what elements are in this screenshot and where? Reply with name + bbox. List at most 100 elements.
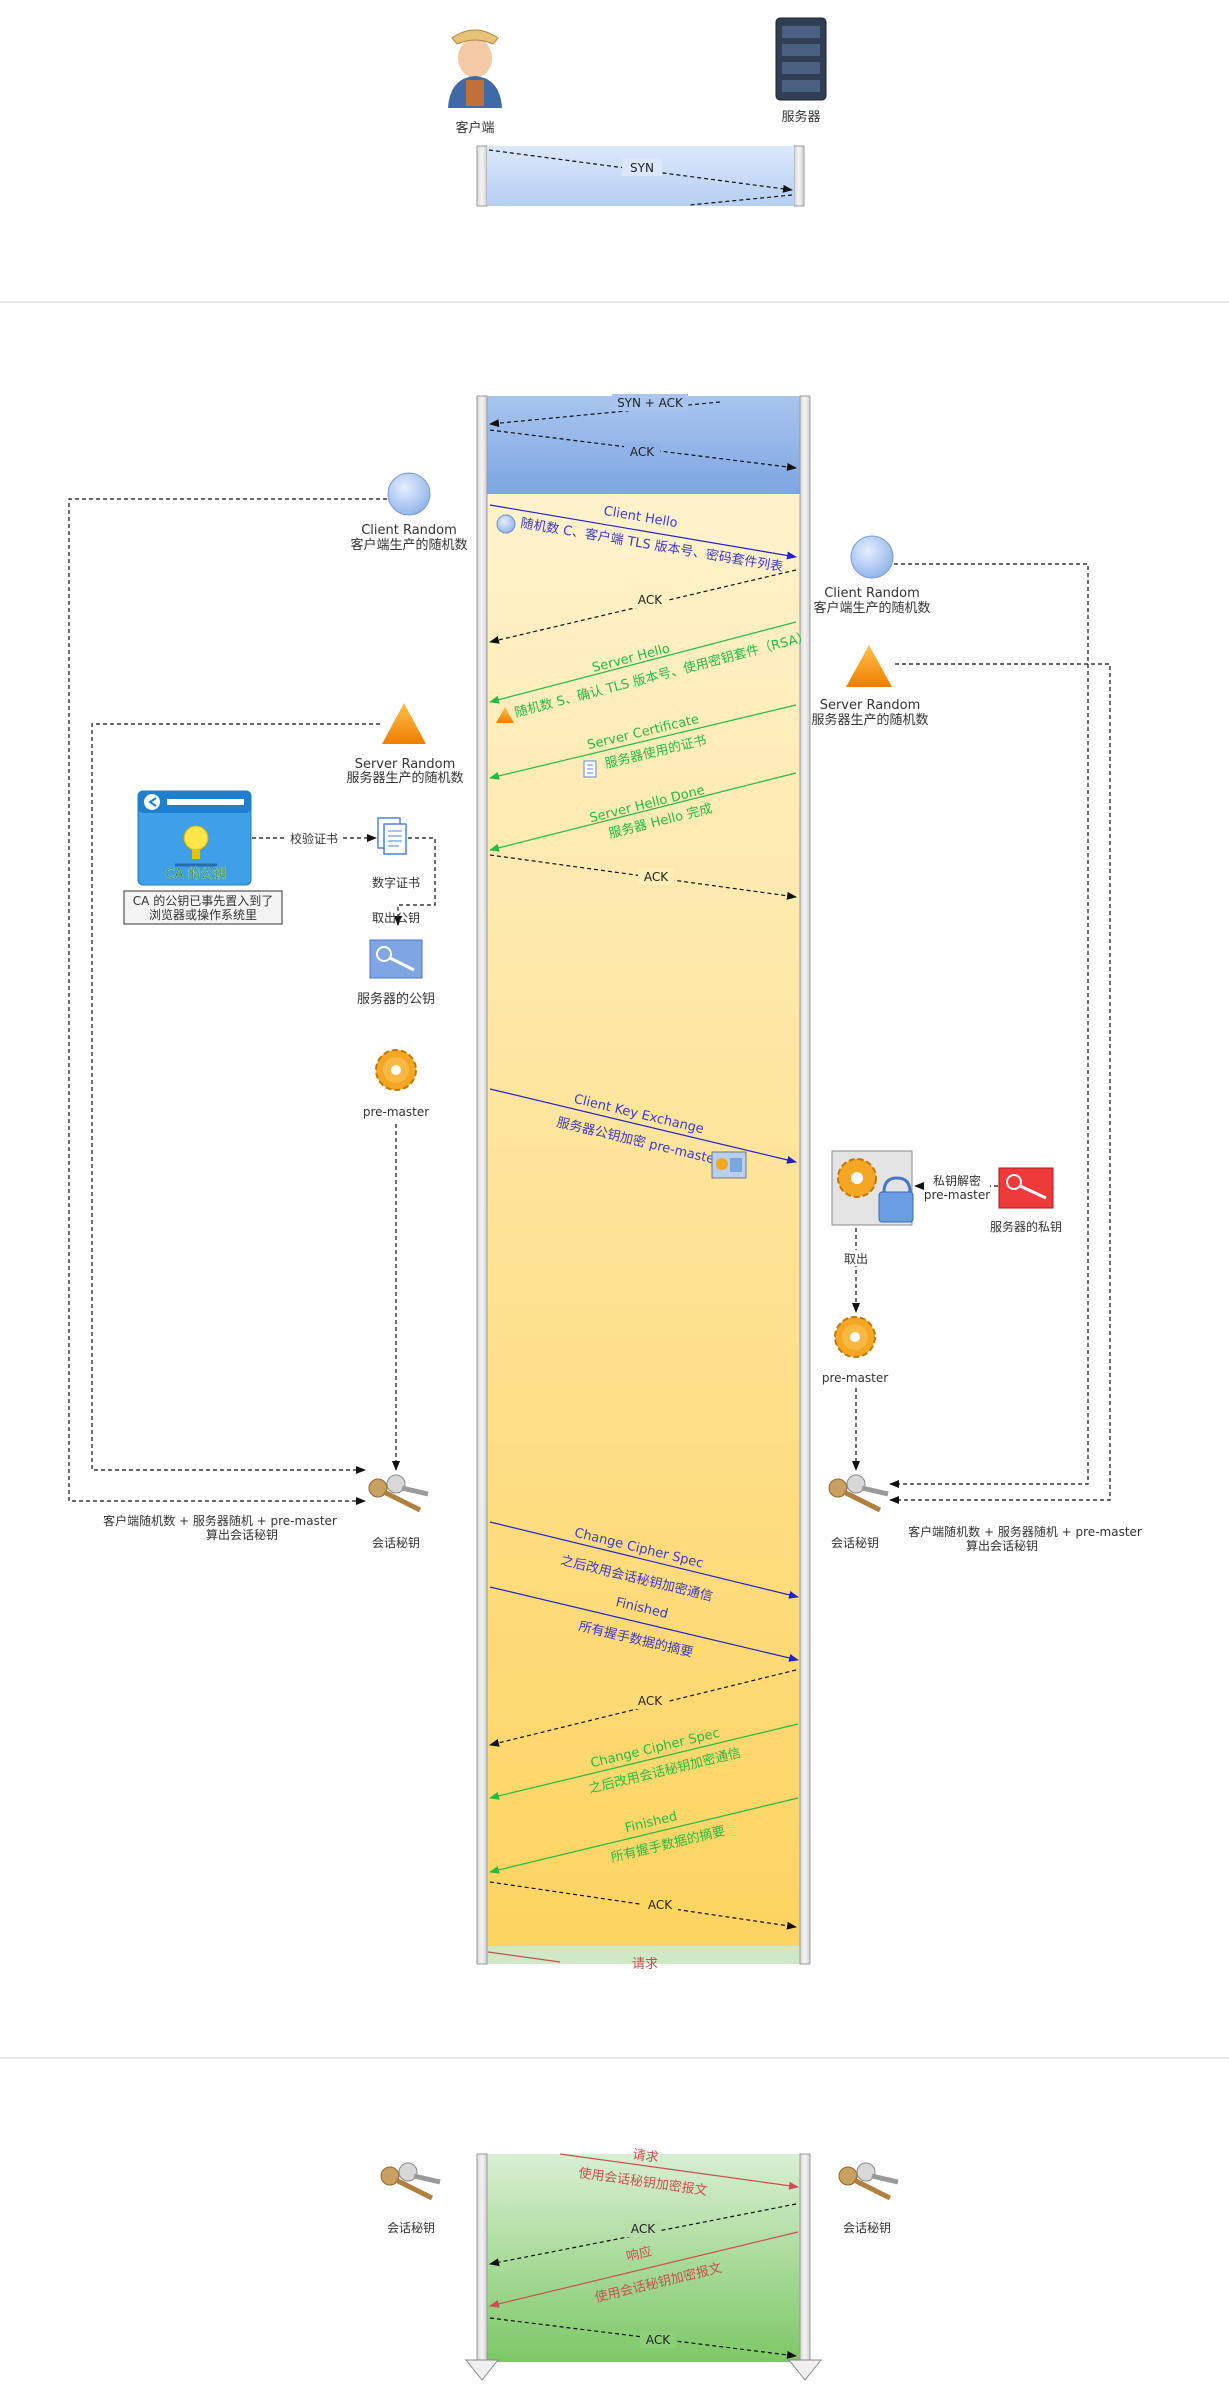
server-lifeline-end-arrow	[787, 2359, 823, 2381]
take-pubkey-label: 取出公钥	[372, 911, 420, 925]
server-done-arrow	[489, 772, 797, 852]
client-random-icon	[387, 472, 431, 516]
client-random-small-icon	[496, 514, 516, 534]
server-change-cipher-arrow	[489, 1723, 799, 1800]
client-lifeline	[476, 395, 488, 1965]
ack-label: ACK	[638, 1694, 663, 1708]
client-actor-label: 客户端	[455, 120, 494, 136]
response-arrow	[489, 2231, 799, 2308]
client-random-desc: 客户端生产的随机数	[813, 600, 930, 616]
right-compute-line2: 算出会话秘钥	[966, 1538, 1038, 1553]
premaster-label: pre-master	[822, 1371, 888, 1385]
server-random-connector	[91, 723, 380, 1474]
syn-label-bg	[622, 158, 662, 176]
synack-fragment	[689, 194, 793, 206]
verify-cert-label-bg	[286, 830, 342, 846]
client-change-cipher-arrow	[489, 1521, 799, 1599]
client-random-connector	[68, 498, 387, 1505]
client-random-connector	[889, 563, 1089, 1488]
server-public-key-label: 服务器的公钥	[357, 991, 435, 1007]
synack-label: SYN + ACK	[617, 396, 684, 410]
server-private-key-label: 服务器的私钥	[990, 1219, 1062, 1234]
decrypt-label-line2: pre-master	[924, 1188, 990, 1202]
server-public-key-icon	[369, 939, 423, 979]
client-lifeline-end-arrow	[464, 2359, 500, 2381]
data-session-key-left-label: 会话秘钥	[387, 2221, 435, 2235]
syn-arrow	[488, 149, 793, 193]
client-random-desc: 客户端生产的随机数	[350, 537, 467, 553]
left-compute-line1: 客户端随机数 + 服务器随机 + pre-master	[103, 1513, 337, 1528]
session-key-icon	[828, 1474, 889, 1513]
client-key-exchange-arrow	[489, 1088, 797, 1164]
server-random-connector	[889, 663, 1111, 1504]
session-key-icon	[380, 2162, 441, 2201]
ack-label-bg	[624, 443, 660, 460]
ack-label-bg	[632, 591, 668, 608]
digital-certificate-icon	[377, 817, 407, 855]
digital-certificate-label: 数字证书	[372, 875, 420, 890]
verify-cert-label: 校验证书	[290, 831, 338, 846]
server-cert-arrow	[489, 704, 797, 780]
ca-note-box	[123, 890, 283, 925]
server-lifeline	[799, 395, 811, 1965]
server-private-key-icon	[998, 1167, 1054, 1209]
take-out-label: 取出	[844, 1252, 868, 1266]
ack-label: ACK	[646, 2333, 671, 2347]
server-actor-label: 服务器	[781, 109, 820, 125]
server-actor-icon	[775, 17, 827, 101]
server-lifeline	[793, 145, 805, 207]
client-actor-icon	[448, 29, 502, 108]
server-lifeline	[799, 2153, 811, 2363]
server-hello-arrow	[489, 621, 797, 704]
server-random-label: Server Random	[355, 757, 456, 772]
response-label: 响应	[625, 2243, 654, 2265]
ack-label: ACK	[648, 1898, 673, 1912]
decrypt-label-bg	[924, 1172, 990, 1202]
synack-label-bg	[612, 394, 688, 411]
ack-label-bg	[632, 1692, 668, 1709]
decrypt-premaster-icon	[831, 1150, 914, 1226]
client-finished-arrow	[489, 1586, 799, 1662]
cert-to-pubkey-connector	[394, 837, 436, 926]
right-compute-line1: 客户端随机数 + 服务器随机 + pre-master	[908, 1524, 1142, 1539]
right-session-key-label: 会话秘钥	[831, 1536, 879, 1550]
request-fragment	[487, 1951, 561, 1963]
request-arrow	[559, 2153, 799, 2190]
server-random-desc: 服务器生产的随机数	[346, 770, 463, 786]
ca-note-line2: 浏览器或操作系统里	[149, 907, 257, 922]
ack-label: ACK	[631, 2222, 656, 2236]
data-band	[486, 2154, 801, 2362]
premaster-label: pre-master	[363, 1105, 429, 1119]
client-random-label: Client Random	[361, 523, 457, 538]
decrypt-label-line1: 私钥解密	[933, 1173, 981, 1188]
server-random-small-icon	[496, 707, 514, 723]
data-band-top	[486, 1946, 801, 1964]
session-key-icon	[838, 2162, 899, 2201]
server-random-desc: 服务器生产的随机数	[811, 712, 928, 728]
premaster-gear-icon	[834, 1316, 876, 1358]
ack-label-bg	[642, 1896, 678, 1913]
client-random-icon	[850, 535, 894, 579]
ack-label: ACK	[638, 593, 663, 607]
data-session-key-right-label: 会话秘钥	[843, 2221, 891, 2235]
ca-public-key-icon	[137, 790, 252, 886]
ack-label-bg	[638, 868, 674, 885]
premaster-gear-icon	[375, 1049, 417, 1091]
syn-label: SYN	[630, 161, 654, 175]
client-random-label: Client Random	[824, 586, 920, 601]
take-out-label-bg	[838, 1250, 874, 1266]
client-lifeline	[476, 145, 488, 207]
certificate-small-icon	[583, 760, 597, 778]
ca-note-line1: CA 的公钥已事先置入到了	[133, 893, 273, 908]
left-compute-line2: 算出会话秘钥	[206, 1527, 278, 1542]
server-random-icon	[382, 703, 426, 744]
request-fragment-label: 请求	[632, 1957, 658, 1972]
client-hello-arrow	[489, 504, 797, 560]
ack-label-bg	[625, 2220, 661, 2237]
left-session-key-label: 会话秘钥	[372, 1536, 420, 1550]
ca-public-key-label: CA 的公钥	[165, 866, 226, 882]
request-label: 请求	[632, 2147, 660, 2165]
server-finished-arrow	[489, 1797, 799, 1874]
ack-label-bg	[640, 2331, 676, 2348]
